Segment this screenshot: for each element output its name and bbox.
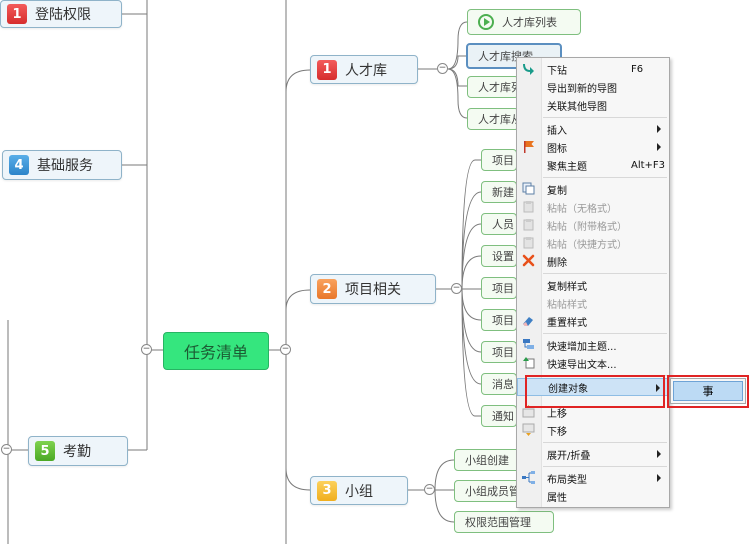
branch-talent-pool[interactable]: 1 人才库 [310,55,418,84]
branch-label: 人才库 [345,62,387,79]
menu-item-create-object-highlighted[interactable]: 创建对象 [517,378,669,396]
branch-attendance[interactable]: 5 考勤 [28,436,128,466]
collapse-toggle-attendance[interactable]: − [1,444,12,455]
priority-badge-1: 1 [317,59,337,80]
move-down-icon [522,423,535,436]
menu-item-icon[interactable]: 图标 [517,138,669,156]
menu-item-reset-style[interactable]: 重置样式 [517,312,669,330]
subtopic-talent-3[interactable]: 人才库列 [467,76,519,98]
subtopic-group-create[interactable]: 小组创建 [454,449,524,471]
branch-project-related[interactable]: 2 项目相关 [310,274,436,304]
menu-item-focus-topic[interactable]: 聚焦主题 Alt+F3 [547,159,666,173]
context-menu: 下钻 F6 导出到新的导图 关联其他导图 插入 图标 聚焦主题 Alt+F3 复… [516,57,670,508]
menu-separator [543,466,667,467]
create-object-submenu: 事 [670,378,746,404]
submenu-arrow-icon [657,450,661,458]
subtopic-project-8[interactable]: 消息 [481,373,517,395]
subtopic-talent-4[interactable]: 人才库从 [467,108,519,130]
submenu-arrow-icon [657,125,661,133]
subtopic-project-4[interactable]: 设置 [481,245,517,267]
menu-item-properties[interactable]: 属性 [547,492,567,504]
menu-separator [543,177,667,178]
menu-item-drill-down[interactable]: 下钻 F6 [517,60,669,78]
menu-item-quick-add-topic[interactable]: 快速增加主题... [517,336,669,354]
highlight-box-create-object [525,375,665,408]
submenu-arrow-icon [657,474,661,482]
subtopic-project-2[interactable]: 新建 [481,181,517,203]
play-icon [478,14,494,30]
collapse-toggle-talent[interactable]: − [437,63,448,74]
branch-label: 基础服务 [37,158,93,174]
subtopic-project-9[interactable]: 通知 [481,405,517,427]
branch-group[interactable]: 3 小组 [310,476,408,505]
menu-item-move-down[interactable]: 下移 [517,421,669,439]
menu-item-quick-export-text[interactable]: 快速导出文本... [517,354,669,372]
menu-item-link-other-map[interactable]: 关联其他导图 [547,101,607,113]
subtopic-project-1[interactable]: 项目 [481,149,517,171]
branch-label: 登陆权限 [35,7,91,23]
branch-label: 项目相关 [345,282,401,298]
submenu-arrow-icon [656,384,660,392]
eraser-icon [523,317,533,326]
subtopic-project-7[interactable]: 项目 [481,341,517,363]
highlight-box-submenu [667,375,749,408]
flag-icon [524,141,534,153]
menu-item-delete[interactable]: 删除 [517,252,669,270]
branch-login-permissions[interactable]: 1 登陆权限 [0,0,122,28]
export-text-icon [523,357,535,369]
subtopic-talent-search-selected[interactable]: 人才库搜索 [466,43,562,69]
menu-item-paste-style[interactable]: 粘帖样式 [547,299,587,311]
menu-separator [543,273,667,274]
menu-item-paste-plain[interactable]: 粘帖（无格式） [517,198,669,216]
priority-badge-5: 5 [35,441,55,461]
subtopic-project-5[interactable]: 项目 [481,277,517,299]
menu-item-copy-style[interactable]: 复制样式 [547,281,587,293]
copy-icon [522,182,535,195]
subtopic-permission-scope[interactable]: 权限范围管理 [454,511,554,533]
paste-icon [523,237,534,249]
paste-icon [523,201,534,213]
branch-basic-services[interactable]: 4 基础服务 [2,150,122,180]
subtopic-group-members[interactable]: 小组成员管 [454,480,520,502]
subtopic-talent-list[interactable]: 人才库列表 [467,9,581,35]
subtopic-project-3[interactable]: 人员 [481,213,517,235]
submenu-arrow-icon [657,143,661,151]
menu-item-paste-shortcut[interactable]: 粘帖（快捷方式） [517,234,669,252]
layout-icon [522,471,535,484]
subtopic-project-6[interactable]: 项目 [481,309,517,331]
menu-item-insert[interactable]: 插入 [517,120,669,138]
branch-label: 考勤 [63,444,91,460]
submenu-item-matter[interactable]: 事 [673,381,743,401]
collapse-toggle-left-root[interactable]: − [141,344,152,355]
menu-item-paste-formatted[interactable]: 粘帖（附带格式） [517,216,669,234]
collapse-toggle-group[interactable]: − [424,484,435,495]
priority-badge-3: 3 [317,480,337,501]
priority-badge-4: 4 [9,155,29,175]
menu-item-copy[interactable]: 复制 [517,180,669,198]
delete-icon [522,254,535,267]
add-topic-icon [523,339,534,349]
menu-item-expand-collapse[interactable]: 展开/折叠 [517,445,669,463]
menu-separator [543,442,667,443]
priority-badge-1: 1 [7,4,27,24]
drill-down-icon [523,64,534,75]
priority-badge-2: 2 [317,279,337,299]
menu-item-export-new-map[interactable]: 导出到新的导图 [547,83,617,95]
menu-separator [543,333,667,334]
menu-item-layout-type[interactable]: 布局类型 [517,469,669,487]
branch-label: 小组 [345,483,373,500]
menu-separator [543,117,667,118]
paste-icon [523,219,534,231]
root-topic[interactable]: 任务清单 [163,332,269,370]
collapse-toggle-right-root[interactable]: − [280,344,291,355]
collapse-toggle-project[interactable]: − [451,283,462,294]
